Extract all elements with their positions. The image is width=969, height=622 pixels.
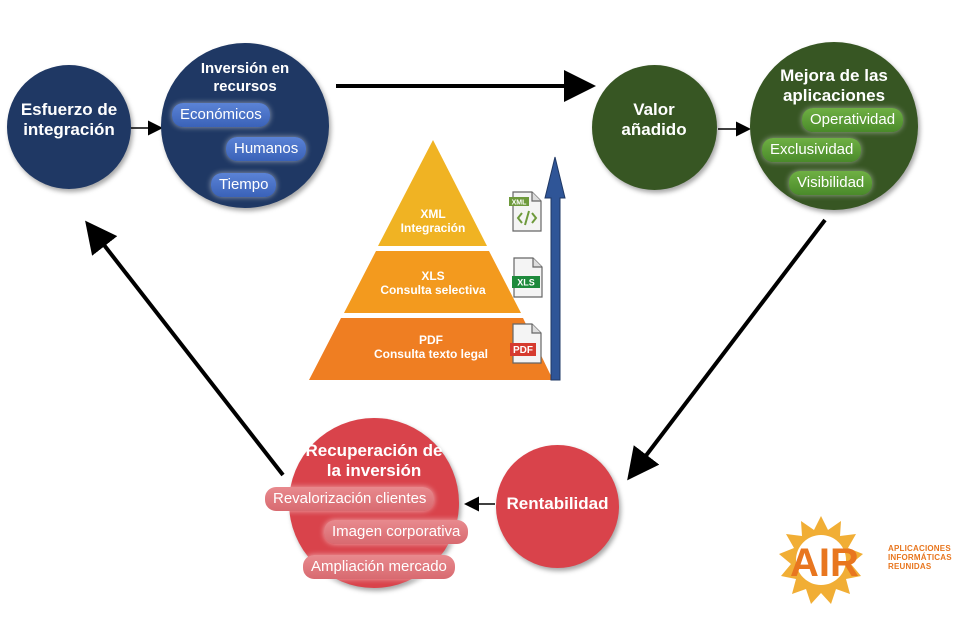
pyramid-level-pdf-label: PDF Consulta texto legal — [351, 333, 511, 361]
pyramid-desc: Consulta selectiva — [380, 283, 486, 297]
pyramid-format: XLS — [421, 269, 445, 283]
pyramid-desc: Integración — [400, 221, 466, 235]
xls-icon-label: XLS — [517, 278, 535, 288]
recuperacion-item: Imagen corporativa — [324, 520, 469, 544]
air-logo-text: AIR — [790, 541, 859, 585]
inversion-item: Humanos — [226, 137, 307, 161]
air-logo-line: REUNIDAS — [888, 562, 932, 571]
pyramid-level-xls — [344, 251, 521, 313]
mejora-item: Operatividad — [802, 108, 904, 132]
pyramid-desc: Consulta texto legal — [373, 347, 489, 361]
xml-icon-label: XML — [512, 200, 528, 207]
inversion-title: Inversión en recursos — [200, 60, 290, 95]
node-rentabilidad — [496, 445, 619, 568]
xml-file-icon: XML — [509, 191, 542, 232]
air-logo: AIR — [779, 516, 863, 604]
valor-title: Valor añadido — [621, 100, 687, 140]
air-logo-line: APLICACIONES — [888, 544, 951, 553]
recuperacion-item: Ampliación mercado — [303, 555, 455, 579]
pyramid-level-xml — [378, 140, 487, 246]
air-logo-line: INFORMÁTICAS — [888, 553, 952, 562]
pyramid-level-xml-label: XML Integración — [373, 207, 493, 235]
pyramid-format: PDF — [419, 333, 443, 347]
node-valor — [592, 65, 717, 190]
inversion-item: Tiempo — [211, 173, 277, 197]
pyramid-level-xls-label: XLS Consulta selectiva — [363, 269, 503, 297]
recuperacion-item: Revalorización clientes — [265, 487, 435, 511]
pyramid-level-pdf — [309, 318, 553, 380]
node-esfuerzo — [7, 65, 131, 189]
pdf-icon-label: PDF — [513, 345, 533, 356]
pyramid-format: XML — [420, 207, 446, 221]
mejora-item: Exclusividad — [762, 138, 862, 162]
rentabilidad-title: Rentabilidad — [506, 494, 609, 513]
xls-file-icon: XLS — [512, 257, 543, 298]
pdf-file-icon: PDF — [510, 323, 542, 364]
air-logo-subtitle: APLICACIONES INFORMÁTICAS REUNIDAS — [888, 544, 952, 571]
arrow-mejora-to-rentabilidad — [627, 218, 827, 481]
inversion-item: Económicos — [172, 103, 270, 127]
arrow-recuperacion-to-esfuerzo — [85, 220, 285, 477]
esfuerzo-title: Esfuerzo de integración — [20, 100, 118, 140]
value-arrow — [544, 156, 566, 381]
mejora-title: Mejora de las aplicaciones — [780, 66, 888, 106]
mejora-item: Visibilidad — [789, 171, 873, 195]
recuperacion-title: Recuperación de la inversión — [305, 441, 443, 481]
